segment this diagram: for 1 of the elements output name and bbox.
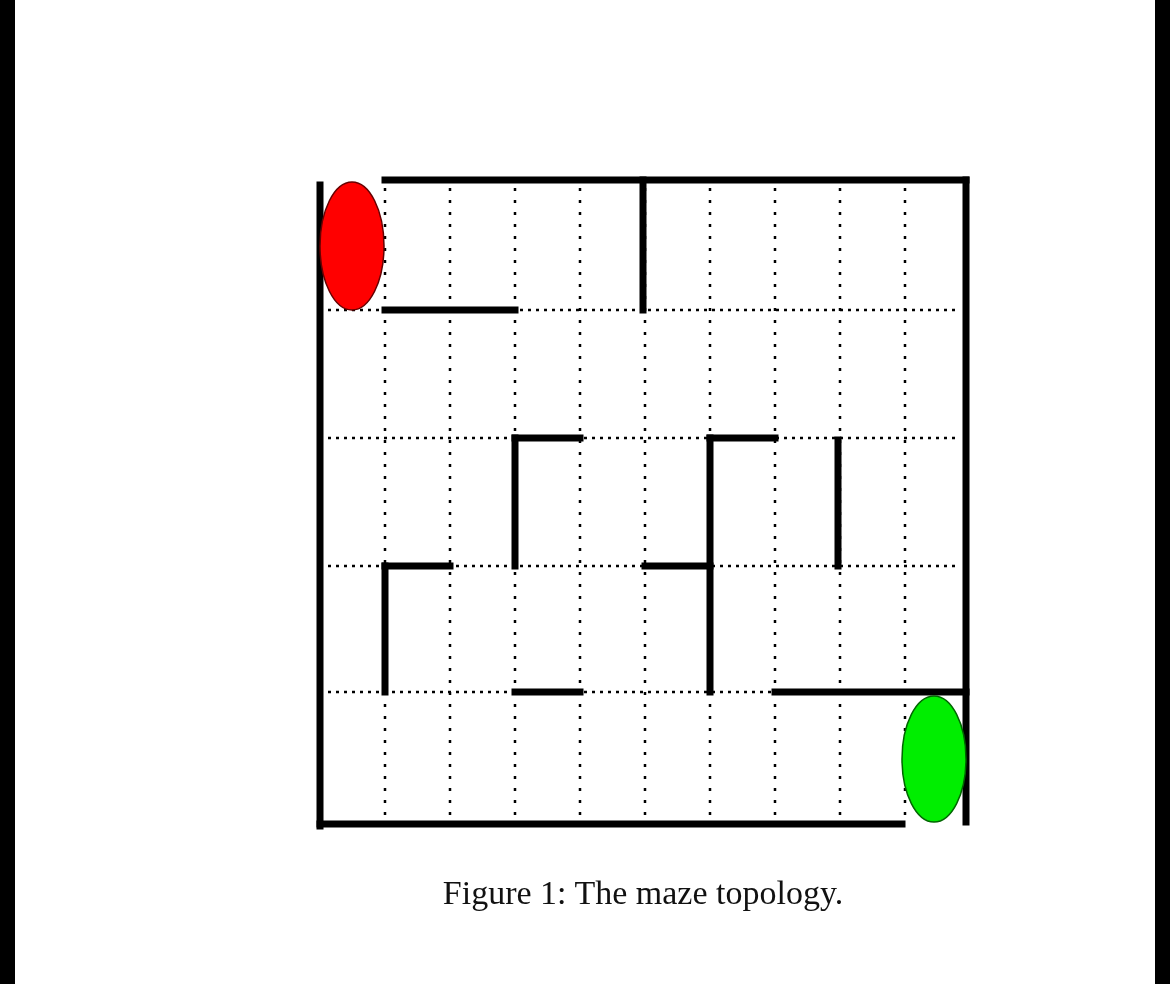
- figure-caption: Figure 1: The maze topology.: [441, 874, 845, 912]
